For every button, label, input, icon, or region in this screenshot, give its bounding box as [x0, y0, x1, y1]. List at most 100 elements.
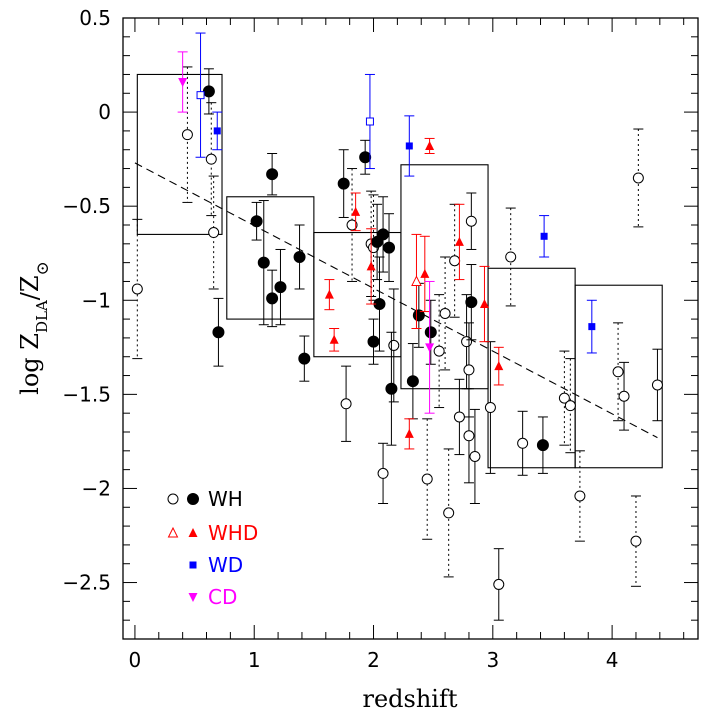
data-point: [493, 578, 505, 590]
data-point: [411, 275, 422, 286]
legend-marker: [189, 561, 197, 569]
legend-marker: [188, 593, 198, 602]
data-point: [329, 334, 339, 344]
data-point: [588, 323, 596, 331]
data-point: [632, 172, 644, 184]
legend-marker: [167, 493, 179, 505]
data-points: [131, 32, 663, 621]
data-point: [439, 307, 451, 319]
y-tick-label: −1: [82, 288, 111, 312]
data-point: [433, 345, 445, 357]
legend-label: WHD: [208, 521, 258, 545]
legend-label: WH: [208, 487, 243, 511]
data-point: [425, 140, 435, 150]
data-point: [257, 256, 270, 269]
data-point: [406, 375, 419, 388]
data-point: [205, 153, 217, 165]
y-tick-label: −2.5: [62, 571, 111, 595]
data-point: [420, 268, 430, 278]
x-tick-label: 4: [606, 648, 619, 672]
data-point: [463, 430, 475, 442]
data-point: [208, 227, 220, 239]
data-point: [505, 251, 517, 263]
fit-line-group: [134, 162, 658, 439]
data-point: [454, 236, 464, 246]
legend-marker: [188, 528, 198, 537]
data-point: [424, 326, 437, 339]
data-point: [405, 142, 413, 150]
data-point: [461, 336, 473, 348]
data-point: [213, 127, 221, 135]
data-point: [298, 352, 311, 365]
svg-text:log ZDLA/Z⊙: log ZDLA/Z⊙: [16, 261, 53, 395]
y-tick-label: 0: [98, 100, 111, 124]
data-point: [536, 439, 549, 452]
legend-label: WD: [208, 553, 243, 577]
data-point: [484, 402, 496, 414]
data-point: [337, 177, 350, 190]
data-point: [630, 535, 642, 547]
legend-label: CD: [208, 585, 237, 609]
data-point: [250, 215, 263, 228]
data-point: [359, 151, 372, 164]
data-point: [540, 232, 548, 240]
data-point: [212, 326, 225, 339]
y-tick-label: −0.5: [62, 194, 111, 218]
x-tick-label: 3: [486, 648, 499, 672]
data-point: [574, 490, 586, 502]
data-point: [340, 398, 352, 410]
x-tick-label: 0: [129, 648, 142, 672]
legend-marker: [187, 493, 199, 505]
data-point: [131, 283, 143, 295]
x-axis-label: redshift: [362, 685, 457, 713]
data-point: [469, 450, 481, 462]
data-point: [324, 289, 334, 299]
data-point: [404, 428, 414, 438]
data-point: [479, 299, 489, 309]
data-point: [377, 467, 389, 479]
data-point: [367, 335, 380, 348]
data-point: [351, 206, 361, 216]
y-tick-label: 0.5: [79, 6, 111, 30]
y-axis-label-sun: ⊙: [33, 261, 53, 275]
data-point: [365, 117, 374, 126]
data-point: [449, 255, 461, 267]
data-point: [453, 411, 465, 423]
bin-box: [574, 284, 663, 469]
bin-boxes: [136, 73, 663, 469]
data-point: [274, 281, 287, 294]
plot-frame: [122, 17, 699, 640]
data-point: [366, 261, 376, 271]
data-point: [618, 390, 630, 402]
data-point: [421, 473, 433, 485]
data-point: [612, 366, 624, 378]
y-axis-label-main: log Z: [16, 333, 44, 395]
data-point: [346, 219, 358, 231]
data-point: [443, 507, 455, 519]
y-axis-label-sub: DLA: [33, 300, 51, 333]
data-point: [377, 228, 390, 241]
y-axis-label-sep: /Z: [16, 275, 44, 300]
data-point: [181, 129, 193, 141]
y-axis-label: log ZDLA/Z⊙: [16, 261, 53, 395]
x-tick-label: 1: [248, 648, 261, 672]
data-point: [383, 241, 396, 254]
data-point: [558, 392, 570, 404]
x-tick-label: 2: [367, 648, 380, 672]
data-point: [564, 400, 576, 412]
fit-line: [134, 162, 658, 439]
data-point: [463, 364, 475, 376]
y-tick-label: −1.5: [62, 382, 111, 406]
data-point: [178, 77, 188, 87]
data-point: [196, 91, 205, 100]
data-point: [293, 250, 306, 263]
data-point: [465, 215, 477, 227]
bin-box: [400, 164, 489, 390]
data-point: [465, 296, 478, 309]
bin-box: [136, 73, 223, 235]
legend: WH WHD WD CD: [167, 487, 258, 609]
data-point: [651, 379, 663, 391]
data-point: [385, 382, 398, 395]
